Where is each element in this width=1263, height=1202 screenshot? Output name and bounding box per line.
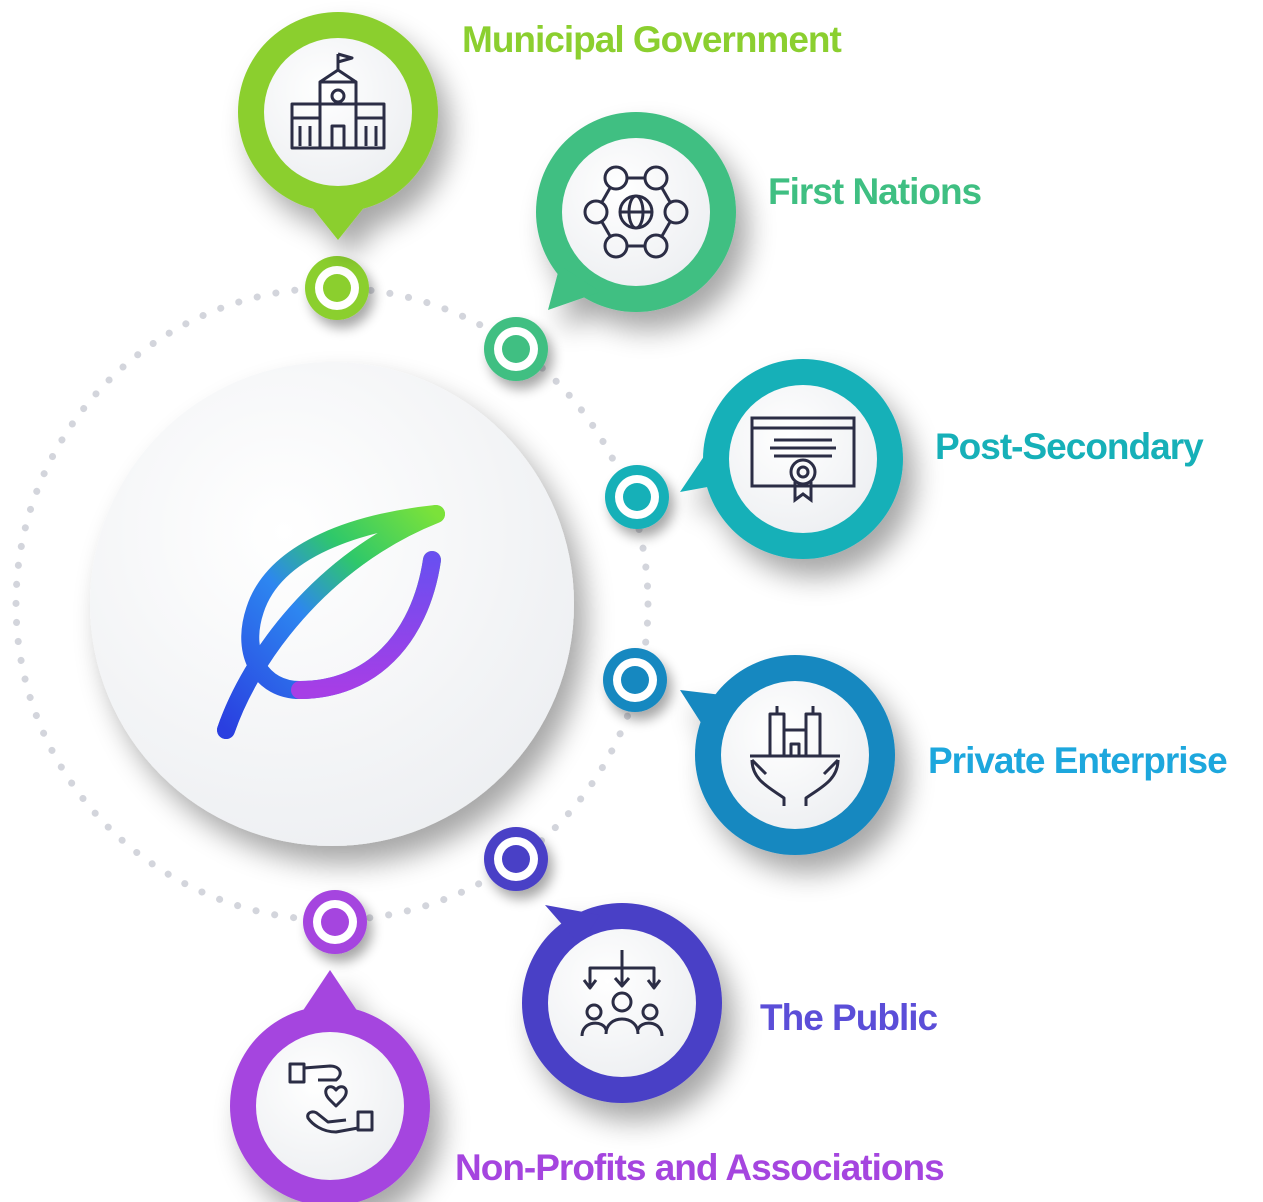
orbit-node-municipal: [305, 256, 369, 320]
city-hall-icon: [290, 52, 386, 150]
label-first-nations: First Nations: [768, 171, 982, 212]
label-the-public: The Public: [760, 997, 938, 1038]
heart-donation-icon: [288, 1062, 374, 1134]
bubble-nonprofit: [230, 970, 430, 1202]
bubble-post: [680, 359, 903, 559]
people-group-icon: [580, 950, 664, 1037]
orbit-node-post: [605, 465, 669, 529]
diploma-certificate-icon: [750, 416, 856, 503]
label-post-secondary: Post-Secondary: [935, 426, 1204, 467]
community-network-icon: [583, 165, 689, 259]
business-in-hands-icon: [750, 706, 840, 806]
orbit-node-public: [484, 827, 548, 891]
label-non-profits: Non-Profits and Associations: [455, 1147, 945, 1188]
orbit-node-first: [484, 317, 548, 381]
leaf-logo-icon: [217, 505, 445, 739]
orbit-node-private: [603, 648, 667, 712]
label-private-enterprise: Private Enterprise: [928, 740, 1228, 781]
center-disc: [90, 362, 574, 846]
label-municipal-government: Municipal Government: [462, 19, 842, 60]
orbit-node-nonprofit: [303, 890, 367, 954]
bubble-public: [522, 903, 722, 1103]
